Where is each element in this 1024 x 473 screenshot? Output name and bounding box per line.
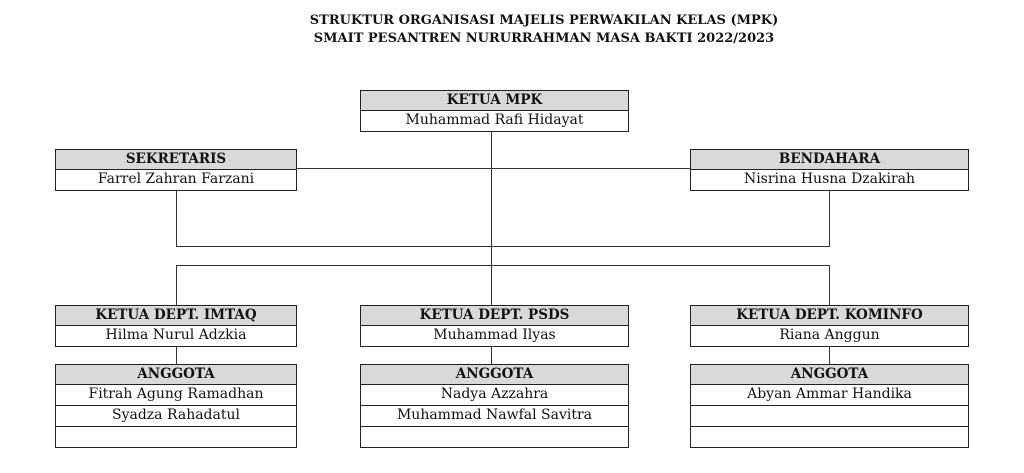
dept-psds-members-box: ANGGOTA Nadya Azzahra Muhammad Nawfal Sa… xyxy=(360,364,629,448)
bendahara-label: BENDAHARA xyxy=(691,150,968,170)
dept-kominfo-head-name: Riana Anggun xyxy=(779,327,880,343)
dept-imtaq-member: Fitrah Agung Ramadhan xyxy=(88,386,264,402)
sekretaris-label: SEKRETARIS xyxy=(56,150,296,170)
sekretaris-name: Farrel Zahran Farzani xyxy=(97,171,255,187)
ketua-mpk-name: Muhammad Rafi Hidayat xyxy=(405,112,584,128)
dept-imtaq-member: Syadza Rahadatul xyxy=(56,405,296,426)
dept-psds-head-label: KETUA DEPT. PSDS xyxy=(361,306,628,326)
dept-psds-head-box: KETUA DEPT. PSDS Muhammad Ilyas xyxy=(360,305,629,347)
dept-psds-members-label: ANGGOTA xyxy=(361,365,628,385)
dept-psds-member xyxy=(361,426,628,447)
dept-imtaq-head-name: Hilma Nurul Adzkia xyxy=(105,327,247,343)
bendahara-box: BENDAHARA Nisrina Husna Dzakirah xyxy=(690,149,969,191)
title-line-1: STRUKTUR ORGANISASI MAJELIS PERWAKILAN K… xyxy=(309,13,779,28)
dept-imtaq-head-box: KETUA DEPT. IMTAQ Hilma Nurul Adzkia xyxy=(55,305,297,347)
dept-imtaq-member xyxy=(56,426,296,447)
ketua-mpk-label: KETUA MPK xyxy=(361,91,628,111)
dept-imtaq-members-box: ANGGOTA Fitrah Agung Ramadhan Syadza Rah… xyxy=(55,364,297,448)
dept-kominfo-head-label: KETUA DEPT. KOMINFO xyxy=(691,306,968,326)
dept-kominfo-member xyxy=(691,405,968,426)
title-line-2: SMAIT PESANTREN NURURRAHMAN MASA BAKTI 2… xyxy=(313,31,775,46)
dept-kominfo-member: Abyan Ammar Handika xyxy=(747,386,912,402)
bendahara-name: Nisrina Husna Dzakirah xyxy=(743,171,916,187)
dept-imtaq-members-label: ANGGOTA xyxy=(56,365,296,385)
ketua-mpk-box: KETUA MPK Muhammad Rafi Hidayat xyxy=(360,90,629,132)
chart-title: STRUKTUR ORGANISASI MAJELIS PERWAKILAN K… xyxy=(0,12,1024,48)
sekretaris-box: SEKRETARIS Farrel Zahran Farzani xyxy=(55,149,297,191)
dept-psds-member: Muhammad Nawfal Savitra xyxy=(361,405,628,426)
dept-kominfo-members-box: ANGGOTA Abyan Ammar Handika xyxy=(690,364,969,448)
dept-psds-head-name: Muhammad Ilyas xyxy=(433,327,556,343)
dept-kominfo-members-label: ANGGOTA xyxy=(691,365,968,385)
dept-psds-member: Nadya Azzahra xyxy=(440,386,549,402)
dept-imtaq-head-label: KETUA DEPT. IMTAQ xyxy=(56,306,296,326)
dept-kominfo-member xyxy=(691,426,968,447)
dept-kominfo-head-box: KETUA DEPT. KOMINFO Riana Anggun xyxy=(690,305,969,347)
